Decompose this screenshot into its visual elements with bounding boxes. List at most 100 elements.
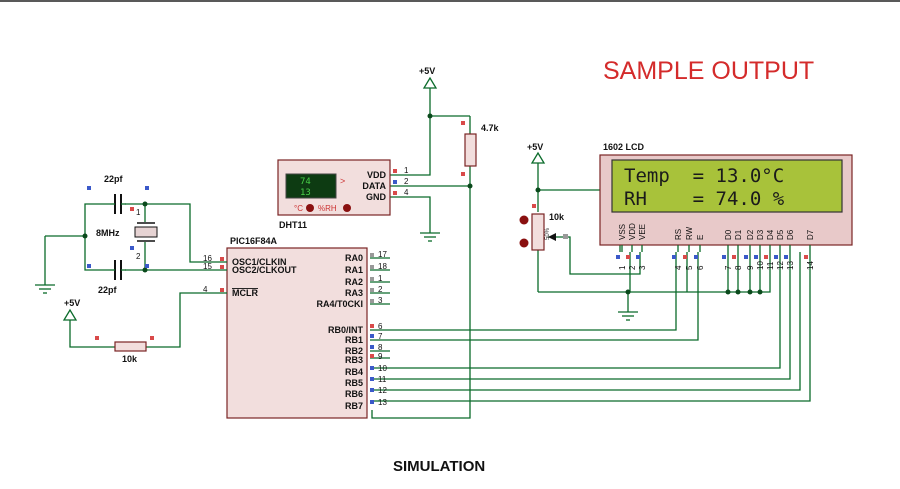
lcd-pin-label: RW — [685, 226, 694, 240]
capacitor-bottom: 22pf — [87, 260, 149, 295]
mcu-pin-number: 11 — [378, 375, 387, 384]
lcd-pin-label: VDD — [628, 223, 637, 240]
dht11-sensor: 74 13 > °C %RH DHT11 — [277, 159, 391, 230]
pot-up-button-icon[interactable] — [519, 215, 529, 225]
pin-pad — [672, 255, 676, 259]
mcu-pin-number: 18 — [378, 262, 387, 271]
junctions — [82, 113, 763, 295]
mcu-pin-label: RB3 — [345, 355, 363, 365]
lcd-pin-label: D0 — [724, 229, 733, 240]
lcd-pin-label: D5 — [776, 229, 785, 240]
mcu-pin-label: RA3 — [345, 288, 363, 298]
lcd-name: 1602 LCD — [603, 142, 645, 152]
mcu-pin-label: RA0 — [345, 253, 363, 263]
lcd-pin-label: D6 — [786, 229, 795, 240]
mcu-pin-label: RB6 — [345, 389, 363, 399]
mcu-pin-label: RA1 — [345, 265, 363, 275]
pin-pad — [370, 334, 374, 338]
lcd-pin-label: VEE — [638, 224, 647, 240]
mcu-pin-number: 9 — [378, 352, 383, 361]
mcu-pin-label: RB7 — [345, 401, 363, 411]
mcu-pin-number: 8 — [378, 343, 383, 352]
mcu-pin-label: RA4/T0CKI — [316, 299, 363, 309]
pin-pad — [370, 345, 374, 349]
lcd-line2: RH = 74.0 % — [624, 188, 785, 210]
mcu-pin-label: OSC1/CLKIN — [232, 257, 287, 267]
dht-pin-number: 4 — [404, 188, 409, 197]
dht-pin-label: GND — [366, 192, 387, 202]
mcu-pin-label: RA2 — [345, 277, 363, 287]
pot-percent: 50% — [545, 227, 551, 240]
pot-supply-label: +5V — [527, 142, 543, 152]
mcu-pin-number: 7 — [378, 332, 383, 341]
lcd-pin-number: 11 — [766, 261, 775, 270]
pin-pad — [393, 191, 397, 195]
pin-pad — [616, 255, 620, 259]
lcd-pin-number: 14 — [806, 261, 815, 270]
dht-unit-rh: %RH — [318, 204, 337, 213]
crystal-pin1: 1 — [136, 208, 141, 217]
mcu-pin-number: 12 — [378, 386, 387, 395]
capacitor-top: 22pf — [87, 174, 149, 214]
pin-pad — [220, 288, 224, 292]
crystal: 8MHz 1 2 — [96, 207, 158, 261]
reset-resistor: 10k — [95, 336, 154, 364]
cap-bottom-label: 22pf — [98, 285, 118, 295]
lcd-pin-label: D3 — [756, 229, 765, 240]
pin-pad — [370, 299, 374, 303]
mcu-pin-number: 3 — [378, 296, 383, 305]
pin-pad — [370, 288, 374, 292]
mcu-pin-label: MCLR — [232, 288, 258, 298]
pin-pad — [393, 180, 397, 184]
dht-pin-number: 2 — [404, 177, 409, 186]
lcd-pin-number: 10 — [756, 261, 765, 270]
pullup-resistor: 4.7k — [461, 121, 500, 176]
pullup-supply-label: +5V — [419, 66, 435, 76]
mcu-name: PIC16F84A — [230, 236, 278, 246]
pin-pad — [626, 255, 630, 259]
potentiometer: 10k 50% — [519, 204, 568, 251]
pin-pad — [370, 388, 374, 392]
dht-pin-label: VDD — [367, 170, 387, 180]
simulation-caption: SIMULATION — [393, 458, 485, 475]
lcd-pin-number: 2 — [628, 265, 637, 270]
mcu-pin-number: 17 — [378, 250, 387, 259]
cap-top-label: 22pf — [104, 174, 124, 184]
mcu-pin-number: 15 — [203, 262, 212, 271]
ground-icon — [420, 232, 440, 242]
crystal-label: 8MHz — [96, 228, 120, 238]
lcd-pin-number: 12 — [776, 261, 785, 270]
mcu-pin-label: RB4 — [345, 367, 363, 377]
dht-temp-reading: 74 — [300, 177, 311, 187]
dht-hum-button-icon[interactable] — [343, 204, 351, 212]
pot-down-button-icon[interactable] — [519, 238, 529, 248]
dht-temp-button-icon[interactable] — [306, 204, 314, 212]
mcu-chip: PIC16F84A — [226, 236, 368, 419]
pin-pad — [370, 265, 374, 269]
lcd-pin-number: 3 — [638, 265, 647, 270]
wires — [44, 88, 811, 419]
lcd-pin-number: 7 — [724, 265, 733, 270]
dht-pin-label: DATA — [362, 181, 386, 191]
ground-icon — [35, 284, 55, 294]
pin-pad — [754, 255, 758, 259]
pin-pad — [764, 255, 768, 259]
crystal-pin2: 2 — [136, 252, 141, 261]
pot-label: 10k — [549, 212, 565, 222]
pin-pad — [694, 255, 698, 259]
lcd-line1: Temp = 13.0°C — [624, 165, 784, 187]
lcd-pin-label: D4 — [766, 229, 775, 240]
mcu-pin-label: RB1 — [345, 335, 363, 345]
pin-pad — [370, 253, 374, 257]
mcu-pin-number: 13 — [378, 398, 387, 407]
mcu-pin-number: 4 — [203, 285, 208, 294]
lcd-pin-label: D1 — [734, 229, 743, 240]
pin-pad — [722, 255, 726, 259]
mcu-pin-number: 10 — [378, 364, 387, 373]
lcd-pin-label: D7 — [806, 229, 815, 240]
lcd-pin-number: 5 — [685, 265, 694, 270]
lcd-pin-number: 1 — [618, 265, 627, 270]
dht-name: DHT11 — [279, 220, 307, 230]
